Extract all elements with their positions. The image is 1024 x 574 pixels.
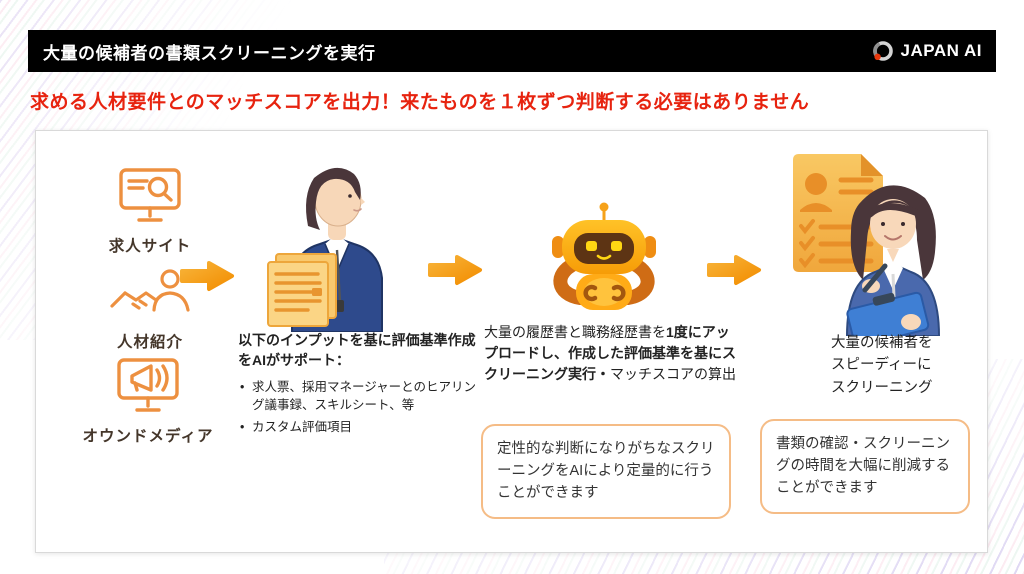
step1-bullet-list: 求人票、採用マネージャーとのヒアリング議事録、スキルシート、等 カスタム評価項目	[238, 378, 480, 437]
businesswoman-with-documents-illustration	[262, 152, 412, 332]
japan-ai-logo-text: JAPAN AI	[900, 41, 982, 60]
header-bar: 大量の候補者の書類スクリーニングを実行 JAPAN AI	[28, 30, 996, 72]
source-item-referral: 人材紹介	[75, 268, 225, 352]
handshake-referral-icon	[108, 268, 192, 322]
ai-robot-illustration	[548, 198, 660, 316]
step2-benefit-callout: 定性的な判断になりがちなスクリーニングをAIにより定量的に行うことができます	[481, 424, 731, 520]
japan-ai-ring-icon	[871, 39, 895, 63]
step1-description: 以下のインプットを基に評価基準作成をAIがサポート： 求人票、採用マネージャーと…	[238, 330, 480, 440]
step2-description: 大量の履歴書と職務経歴書を1度にアップロードし、作成した評価基準を基にスクリーニ…	[484, 322, 738, 385]
step1-bullet: 求人票、採用マネージャーとのヒアリング議事録、スキルシート、等	[238, 378, 480, 414]
flow-arrow-icon	[705, 252, 763, 288]
step2-text-regular-end: マッチスコアの算出	[610, 366, 736, 382]
job-site-monitor-search-icon	[117, 166, 183, 226]
owned-media-megaphone-icon	[115, 352, 181, 416]
step2-text-bold: 1度にアップロードし、作成した評価基準を基にスクリーニング実行・	[484, 324, 736, 382]
step1-heading: 以下のインプットを基に評価基準作成をAIがサポート：	[238, 332, 476, 369]
step2-text-regular-start: 大量の履歴書と職務経歴書を	[484, 324, 666, 340]
source-label: 人材紹介	[116, 334, 183, 351]
recruiter-with-clipboard-illustration	[783, 146, 961, 336]
source-label: オウンドメディア	[82, 428, 214, 445]
flow-arrow-icon	[178, 258, 236, 294]
step1-bullet: カスタム評価項目	[238, 418, 480, 436]
page-title: 大量の候補者の書類スクリーニングを実行	[43, 43, 376, 63]
source-label: 求人サイト	[108, 238, 192, 255]
source-item-job-site: 求人サイト	[75, 166, 225, 256]
source-item-owned-media: オウンドメディア	[58, 352, 238, 446]
step3-description: 大量の候補者を スピーディーに スクリーニング	[831, 335, 933, 396]
slide-subtitle: 求める人材要件とのマッチスコアを出力！来たものを１枚ずつ判断する必要はありません	[30, 92, 810, 113]
flow-arrow-icon	[426, 252, 484, 288]
japan-ai-logo: JAPAN AI	[871, 39, 982, 63]
step3-benefit-callout: 書類の確認・スクリーニングの時間を大幅に削減することができます	[760, 419, 970, 515]
